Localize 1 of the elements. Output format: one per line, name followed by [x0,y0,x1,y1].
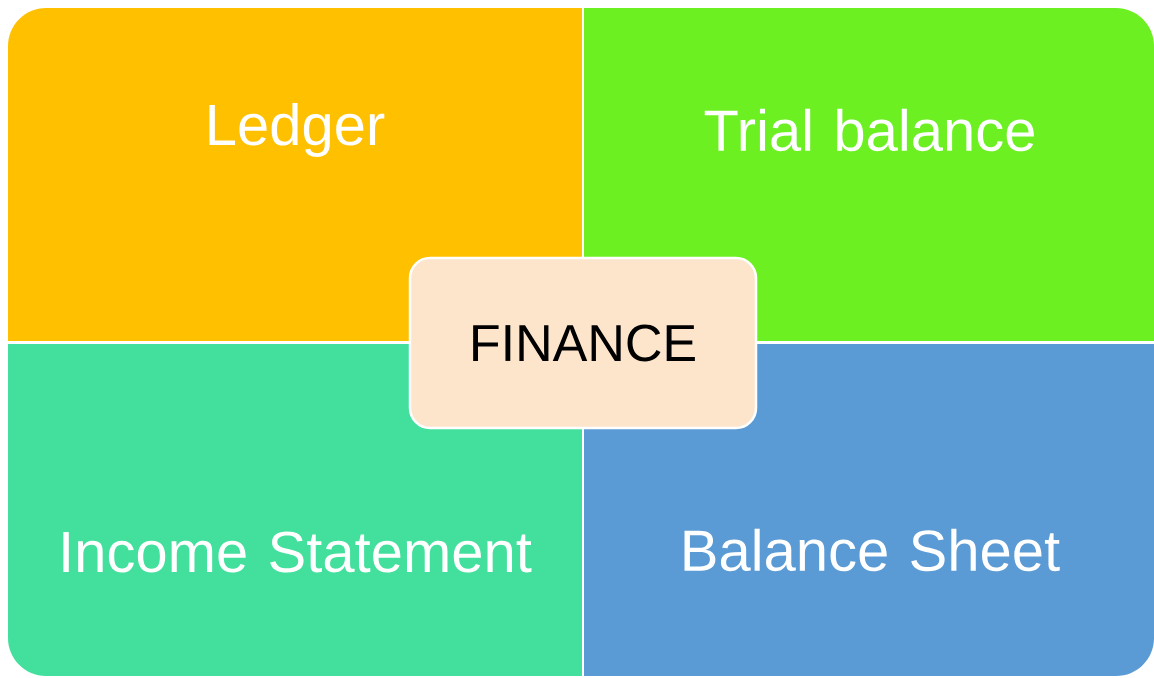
center-box: FINANCE [408,256,758,430]
